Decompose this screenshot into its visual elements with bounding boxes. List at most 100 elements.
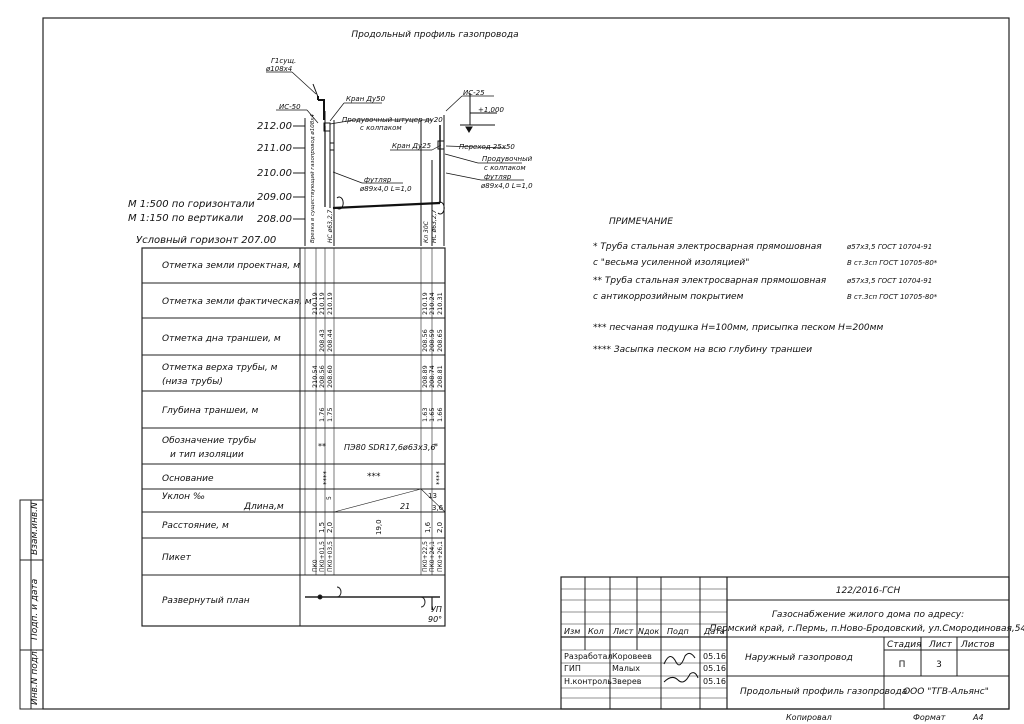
trench-bottom-3: 208.56 bbox=[421, 329, 429, 352]
note-4: **** Засыпка песком на всю глубину транш… bbox=[593, 345, 812, 355]
col-data: Дата bbox=[703, 627, 725, 636]
depth-3: 1.63 bbox=[421, 408, 429, 422]
picket-1: ПК0 bbox=[312, 559, 319, 572]
row-pipe-top: Отметка верха трубы, м bbox=[162, 363, 278, 373]
plan-angle: 90° bbox=[428, 615, 442, 624]
callout-valve50: Кран Ду50 bbox=[346, 95, 386, 103]
section-name: Наружный газопровод bbox=[745, 653, 853, 663]
callout-elevation: +1,000 bbox=[478, 106, 504, 114]
callout-valve25: Кран Ду25 bbox=[392, 142, 432, 150]
scale-horizontal: М 1:500 по горизонтали bbox=[128, 199, 255, 210]
depth-5: 1.66 bbox=[436, 408, 444, 422]
row-trench-depth: Глубина траншеи, м bbox=[162, 406, 258, 416]
object-line1: Газоснабжение жилого дома по адресу: bbox=[772, 610, 964, 620]
name-developer: Коровеев bbox=[612, 652, 652, 661]
date-control: 05.16 bbox=[703, 677, 726, 686]
level-209: 209.00 bbox=[257, 192, 292, 203]
level-212: 212.00 bbox=[257, 121, 292, 132]
col-list: Лист bbox=[612, 627, 634, 636]
note-1d: В ст.3сп ГОСТ 10705-80* bbox=[847, 259, 938, 267]
col-izm: Изм bbox=[564, 627, 580, 636]
row-ground-design: Отметка земли проектная, м bbox=[162, 261, 300, 271]
callout-existing-dia: ø108x4 bbox=[265, 65, 292, 73]
organization: ООО "ТГВ-Альянс" bbox=[903, 687, 989, 697]
callout-existing: Г1сущ. bbox=[271, 57, 296, 65]
pipe-top-1: 210.54 bbox=[311, 365, 319, 388]
col-kol: Кол bbox=[588, 627, 604, 636]
callout-purge1: Продувочный bbox=[482, 155, 533, 163]
level-208: 208.00 bbox=[257, 214, 292, 225]
note-2d: В ст.3сп ГОСТ 10705-80* bbox=[847, 293, 938, 301]
callout-leaders bbox=[266, 71, 524, 184]
pipe-top-3: 208.60 bbox=[326, 365, 334, 388]
row-ground-actual: Отметка земли фактическая, м bbox=[162, 297, 312, 307]
callout-case-l1: футляр bbox=[364, 176, 392, 184]
row-trench-bottom: Отметка дна траншеи, м bbox=[162, 334, 281, 344]
length-right: 3,6 bbox=[432, 504, 444, 512]
note-1c: ø57х3,5 ГОСТ 10704-91 bbox=[846, 243, 932, 251]
callout-is50: ИС-50 bbox=[279, 103, 301, 111]
col-podp: Подп bbox=[667, 627, 689, 636]
side-label-replace: Взам.инв.N bbox=[30, 502, 40, 555]
table-values: 210.19 210.19 210.19 210.19 210.24 210.3… bbox=[311, 292, 444, 624]
row-pipe-type: Обозначение трубы bbox=[162, 436, 256, 446]
row-length: Длина,м bbox=[243, 502, 284, 512]
ground-actual-1: 210.19 bbox=[311, 292, 319, 315]
sheets-header: Листов bbox=[960, 640, 995, 650]
col-ndok: Nдок bbox=[638, 627, 659, 636]
pipe-mark-left: ** bbox=[318, 442, 326, 451]
format-label: Формат bbox=[913, 713, 946, 722]
side-stamp: Взам.инв.N Подп. и дата Инв.N подл. bbox=[19, 499, 44, 710]
row-plan: Развернутый план bbox=[162, 596, 250, 606]
distance-5: 2,0 bbox=[436, 522, 444, 533]
pipe-top-5: 208.74 bbox=[428, 365, 436, 388]
scale-vertical: М 1:150 по вертикали bbox=[128, 213, 244, 224]
note-3: *** песчаная подушка H=100мм, присыпка п… bbox=[593, 323, 883, 333]
trench-bottom-2: 208.44 bbox=[326, 329, 334, 352]
distance-2: 2,0 bbox=[326, 522, 334, 533]
notes: ПРИМЕЧАНИЕ * Труба стальная электросварн… bbox=[593, 217, 938, 355]
side-label-sign: Подп. и дата bbox=[30, 579, 40, 640]
copied-label: Копировал bbox=[786, 713, 832, 722]
trench-bottom-1: 208.43 bbox=[318, 329, 326, 352]
role-gip: ГИП bbox=[564, 664, 581, 673]
ground-actual-3: 210.19 bbox=[326, 292, 334, 315]
callout-case-r1: футляр bbox=[484, 173, 512, 181]
drawing-name: Продольный профиль газопровода bbox=[740, 687, 907, 697]
date-gip: 05.16 bbox=[703, 664, 726, 673]
profile-table bbox=[141, 247, 446, 627]
pipe-top-2: 208.56 bbox=[318, 365, 326, 388]
pipe-profile bbox=[304, 83, 497, 246]
base-mark-left: **** bbox=[322, 471, 330, 486]
stage-header: Стадия bbox=[887, 640, 922, 650]
note-2a: ** Труба стальная электросварная прямошо… bbox=[593, 276, 827, 286]
picket-2: ПК0+01,5 bbox=[319, 541, 326, 572]
note-2b: с антикоррозийным покрытием bbox=[593, 292, 744, 302]
picket-5: ПК0+24,1 bbox=[429, 541, 436, 572]
name-control: Зверев bbox=[612, 677, 642, 686]
base-mark-mid: *** bbox=[367, 472, 381, 482]
note-2c: ø57х3,5 ГОСТ 10704-91 bbox=[846, 277, 932, 285]
ground-actual-5: 210.24 bbox=[428, 292, 436, 315]
slope-right: 13 bbox=[428, 492, 437, 500]
note-1b: с "весьма усиленной изоляцией" bbox=[593, 258, 749, 268]
callouts: Г1сущ. ø108x4 ИС-50 ИС-25 Кран Ду50 Прод… bbox=[265, 57, 533, 243]
note-1a: * Труба стальная электросварная прямошов… bbox=[593, 242, 822, 252]
level-211: 211.00 bbox=[257, 143, 292, 154]
picket-6: ПК0+26,1 bbox=[437, 541, 444, 572]
depth-2: 1.75 bbox=[326, 408, 334, 422]
callout-nc1: НС ø63,2,7 bbox=[327, 209, 334, 243]
depth-4: 1.65 bbox=[428, 408, 436, 422]
drawing-title: Продольный профиль газопровода bbox=[351, 30, 518, 40]
role-developer: Разработал bbox=[564, 652, 612, 661]
slope-left: 5 bbox=[326, 496, 333, 500]
object-line2: Пермский край, г.Пермь, п.Ново-Бродовски… bbox=[710, 624, 1024, 634]
notes-title: ПРИМЕЧАНИЕ bbox=[609, 217, 673, 227]
title-block-text: 122/2016-ГСН Газоснабжение жилого дома п… bbox=[564, 586, 1024, 722]
ground-actual-2: 210.19 bbox=[318, 292, 326, 315]
callout-fitting2: с колпаком bbox=[360, 124, 402, 132]
depth-1: 1.76 bbox=[318, 408, 326, 422]
date-developer: 05.16 bbox=[703, 652, 726, 661]
side-label-inv: Инв.N подл. bbox=[30, 648, 40, 705]
